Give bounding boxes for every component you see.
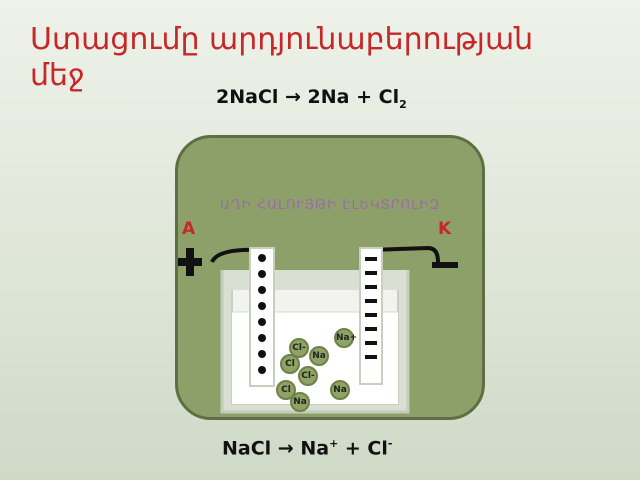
- ion: Cl-: [289, 338, 309, 358]
- dissociation-part-2: + Cl: [338, 437, 388, 460]
- dissociation-part-1: NaCl → Na: [222, 437, 330, 460]
- ion: Cl: [280, 354, 300, 374]
- overall-equation-subscript: 2: [399, 97, 407, 111]
- cathode-label: K: [438, 219, 452, 239]
- minus-icon: [432, 262, 458, 268]
- positive-charges: [258, 254, 266, 374]
- plus-icon-vertical: [186, 248, 194, 276]
- overall-reaction-equation: 2NaCl → 2Na + Cl2: [216, 86, 416, 116]
- ion: Na: [309, 346, 329, 366]
- slide-title: Ստացումը արդյունաբերության մեջ: [30, 22, 534, 93]
- sodium-charge: +: [329, 437, 339, 450]
- cathode-electrode: [359, 247, 383, 385]
- ion: Na: [330, 380, 350, 400]
- chloride-charge: -: [387, 437, 393, 450]
- ion: Cl-: [298, 366, 318, 386]
- anode-electrode: [249, 247, 275, 387]
- ion: Na: [290, 392, 310, 412]
- dissociation-equation: NaCl → Na+ + Cl-: [222, 432, 422, 460]
- anode-label: A: [182, 219, 196, 239]
- cathode-wire: [369, 245, 440, 263]
- ion: Na+: [334, 328, 357, 348]
- electrolysis-caption: ԱՂԻ ՀԱԼՈՒՅԹԻ ԷԼԵԿՏՐՈԼԻԶ: [219, 198, 441, 213]
- overall-equation-main: 2NaCl → 2Na + Cl: [216, 86, 400, 108]
- negative-charges: [365, 257, 377, 359]
